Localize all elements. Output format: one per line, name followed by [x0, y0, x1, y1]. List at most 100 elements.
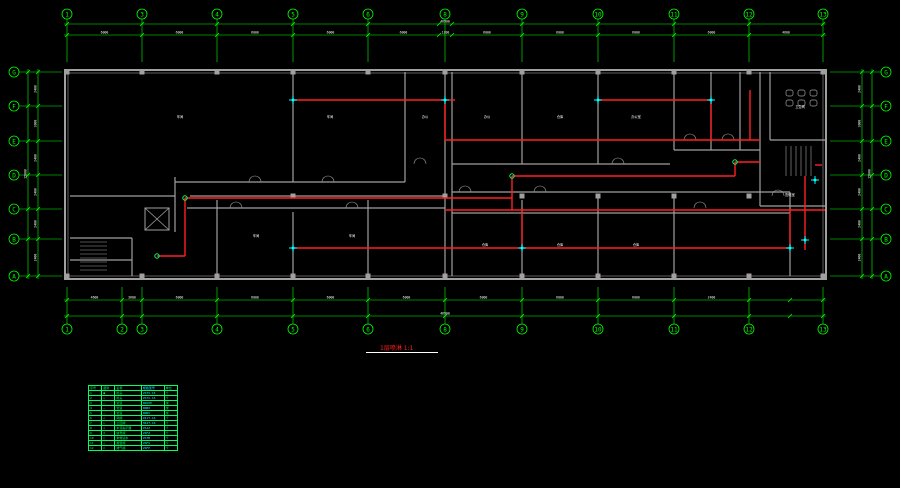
axis-label-top: 13 [819, 12, 827, 19]
door-swing [683, 133, 697, 141]
structural-column [139, 273, 145, 279]
dim-right-text: 2400 [858, 85, 862, 93]
room-labels: 车间车间办公办公仓库办公室车间车间仓库仓库仓库配电室卫生间 [177, 104, 805, 247]
axis-label-right: F [884, 104, 888, 111]
structural-column [820, 69, 826, 75]
structural-column [290, 69, 296, 75]
axis-bubble-bottom [439, 323, 451, 335]
dim-left-tick [35, 172, 41, 178]
dim-top-tick [671, 21, 677, 27]
pipe-valve [154, 253, 160, 259]
dim-top-tick [290, 21, 296, 27]
axis-label-top: 1 [65, 12, 69, 19]
axis-bubble-bottom [817, 323, 829, 335]
door-swing [771, 189, 785, 197]
structural-column [671, 193, 677, 199]
legend-cell: ∩ [101, 445, 116, 451]
axis-bubble-top [362, 8, 374, 20]
dim-top-tick [365, 21, 371, 27]
dim-right-tick [869, 172, 875, 178]
sprinkler-head-dot [813, 178, 817, 182]
dim-bottom-tick [290, 297, 296, 303]
room-label: 仓库 [482, 242, 489, 247]
structural-column [365, 69, 371, 75]
dim-bottom-tick [365, 297, 371, 303]
room-label: 车间 [349, 233, 355, 238]
sprinkler-head-dot [596, 98, 600, 102]
axis-label-top: 8 [443, 12, 447, 19]
sprinkler-head [289, 96, 297, 104]
sprinkler-head [518, 244, 526, 252]
sprinkler-head [441, 96, 449, 104]
dim-bottom-text: 6000 [403, 296, 411, 300]
axis-bubble-left [8, 66, 20, 78]
axis-bubble-top [592, 8, 604, 20]
toilet-fixture [797, 89, 806, 97]
axis-label-right: G [884, 70, 888, 77]
structural-column [214, 273, 220, 279]
axis-label-right: D [884, 173, 888, 180]
axis-bubble-bottom [211, 323, 223, 335]
axis-bubble-left [8, 233, 20, 245]
room-label: 配电室 [785, 192, 795, 197]
structural-column [671, 273, 677, 279]
dim-bottom-tick [820, 297, 826, 303]
dim-bottom-tick [442, 313, 448, 319]
dim-left-tick [25, 69, 31, 75]
axis-label-left: G [12, 70, 16, 77]
dim-right-text: 2400 [858, 154, 862, 162]
dim-top-text: 6000 [483, 31, 491, 35]
dim-top-tick [820, 32, 826, 38]
pipe-valve [182, 195, 188, 201]
axis-bubble-bottom [116, 323, 128, 335]
dim-left-text: 2400 [34, 220, 38, 228]
axis-bubble-bottom [516, 323, 528, 335]
axis-label-bottom: 10 [594, 327, 602, 334]
dim-bottom-tick [214, 313, 220, 319]
dim-top-text: 6000 [556, 31, 564, 35]
axis-bubble-top [287, 8, 299, 20]
sprinkler-head-dot [709, 98, 713, 102]
axis-label-right: B [884, 237, 888, 244]
dim-bottom-text: 6000 [176, 296, 184, 300]
sprinkler-head [594, 96, 602, 104]
axis-label-bottom: 6 [366, 327, 370, 334]
dim-top-tick [64, 21, 70, 27]
dim-bottom-text: 6000 [480, 296, 488, 300]
axis-label-bottom: 9 [520, 327, 524, 334]
dim-bottom-tick [139, 297, 145, 303]
axis-label-top: 4 [215, 12, 219, 19]
dim-top-tick [671, 32, 677, 38]
toilet-fixture [785, 99, 794, 107]
axis-bubble-top [743, 8, 755, 20]
dim-top-tick [139, 32, 145, 38]
dim-top-tick [214, 21, 220, 27]
dim-bottom-tick [671, 313, 677, 319]
dim-top-tick [519, 32, 525, 38]
sprinkler-head-dot [291, 246, 295, 250]
dim-top-text: 4600 [782, 31, 790, 35]
axis-label-top: 11 [670, 12, 678, 19]
sprinkler-head [289, 244, 297, 252]
dim-left-tick [35, 138, 41, 144]
dim-bottom-tick [214, 297, 220, 303]
dim-left-tick [35, 69, 41, 75]
room-label: 车间 [253, 233, 259, 238]
dim-right-tick [859, 172, 865, 178]
dim-left-tick [25, 206, 31, 212]
axis-bubble-right [880, 135, 892, 147]
dim-bottom-text: 6000 [251, 296, 259, 300]
axis-label-right: C [884, 207, 888, 214]
structural-column [442, 193, 448, 199]
dim-top-tick [64, 32, 70, 38]
sprinkler-head-dot [788, 246, 792, 250]
axis-label-bottom: 2 [120, 327, 124, 334]
dim-right-tick [859, 103, 865, 109]
dim-bottom-tick [595, 297, 601, 303]
dim-bottom-tick [519, 313, 525, 319]
pipe-valve [732, 159, 738, 165]
